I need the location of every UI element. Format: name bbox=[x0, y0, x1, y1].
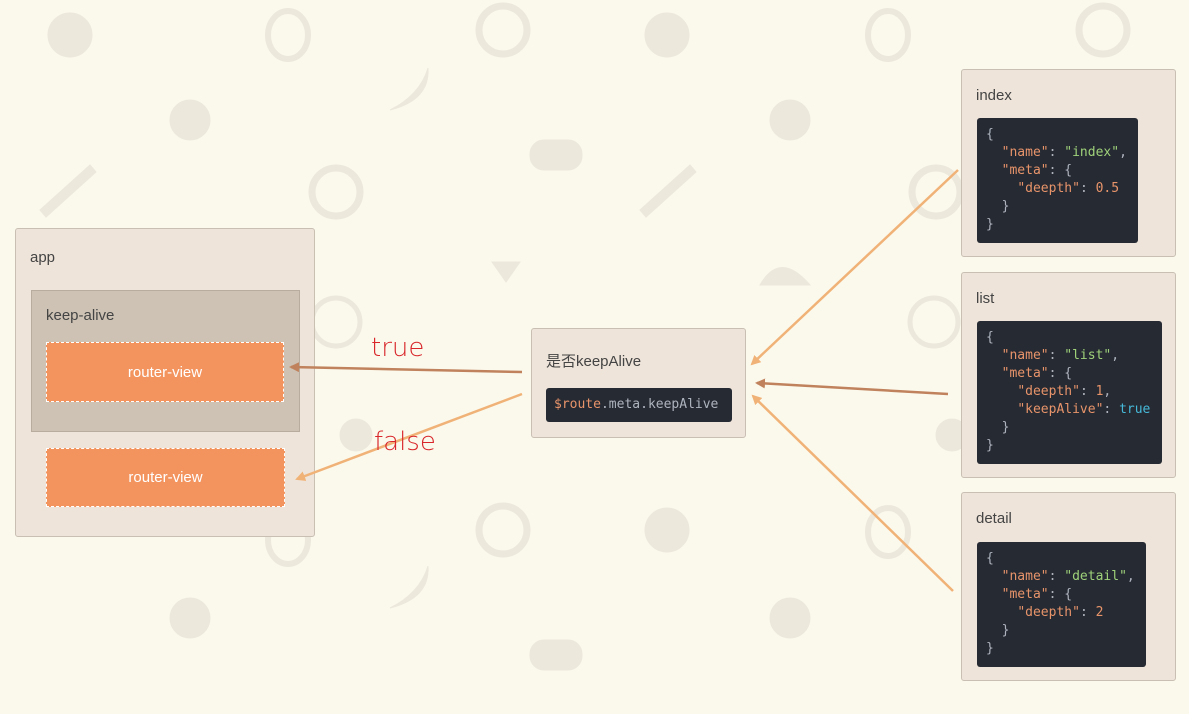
router-view-uncached: router-view bbox=[46, 448, 285, 507]
keep-alive-label: keep-alive bbox=[46, 307, 115, 324]
router-view-cached: router-view bbox=[46, 342, 284, 402]
route-detail-code: { "name": "detail", "meta": { "deepth": … bbox=[977, 542, 1146, 667]
keep-alive-container: keep-alive router-view bbox=[31, 290, 300, 432]
route-detail-label: detail bbox=[976, 510, 1012, 527]
edge-label-false: false bbox=[374, 427, 436, 457]
route-list-label: list bbox=[976, 290, 995, 307]
route-meta-keepalive-code: $route.meta.keepAlive bbox=[546, 388, 732, 422]
route-list-node: list { "name": "list", "meta": { "deepth… bbox=[961, 272, 1176, 478]
route-detail-node: detail { "name": "detail", "meta": { "de… bbox=[961, 492, 1176, 681]
keepalive-decision-node: 是否keepAlive $route.meta.keepAlive bbox=[531, 328, 746, 438]
app-label: app bbox=[30, 249, 56, 266]
app-container: app keep-alive router-view router-view bbox=[15, 228, 315, 537]
route-index-code: { "name": "index", "meta": { "deepth": 0… bbox=[977, 118, 1138, 243]
route-index-label: index bbox=[976, 87, 1012, 104]
route-index-node: index { "name": "index", "meta": { "deep… bbox=[961, 69, 1176, 257]
route-list-code: { "name": "list", "meta": { "deepth": 1,… bbox=[977, 321, 1162, 464]
decision-label: 是否keepAlive bbox=[546, 353, 642, 370]
edge-label-true: true bbox=[371, 333, 425, 363]
